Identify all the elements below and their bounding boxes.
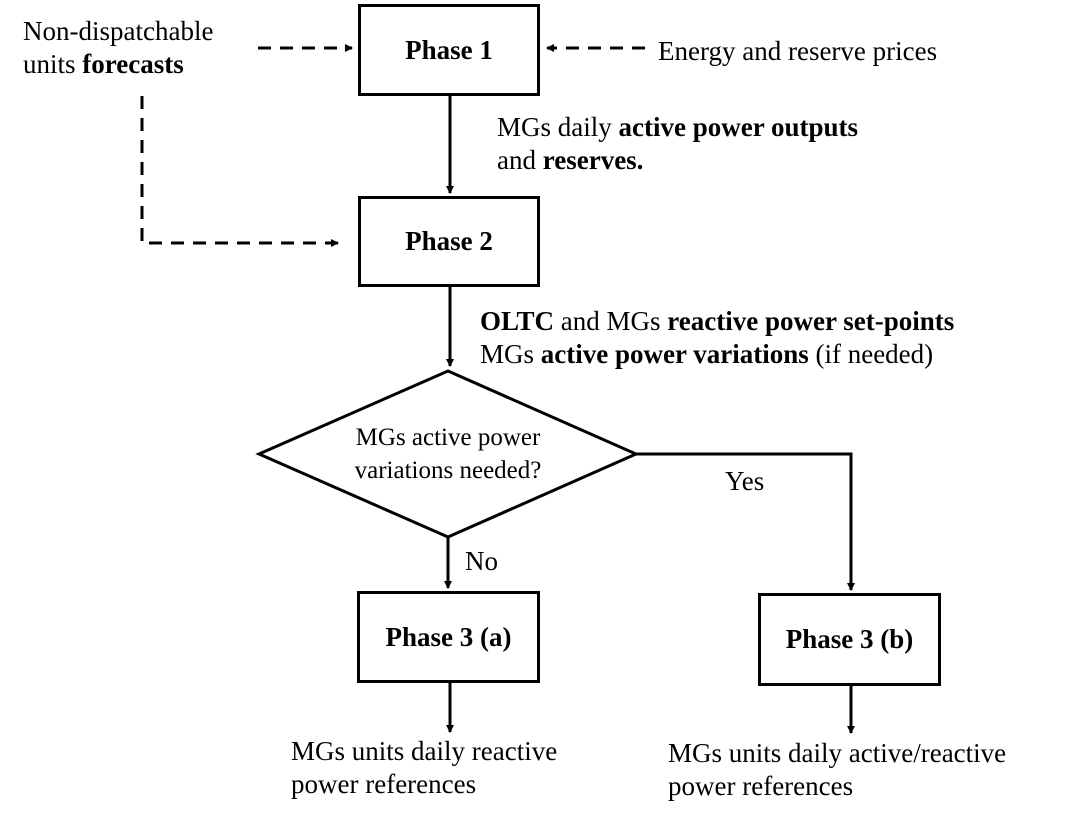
decision-text: MGs active power variations needed? (330, 421, 566, 487)
p1-line2-bold: reserves. (542, 145, 644, 175)
phase3a-output-line1: MGs units daily reactive (291, 736, 558, 766)
phase2-label: Phase 2 (405, 226, 493, 256)
phase3a-output-line2: power references (291, 769, 477, 799)
phase3a-output: MGs units daily reactive power reference… (291, 735, 557, 801)
phase2-output-label: OLTC and MGs reactive power set-points M… (480, 305, 954, 371)
decision-line2: variations needed? (354, 457, 542, 484)
phase1-box: Phase 1 (358, 4, 540, 96)
phase1-output-line2: and reserves. (497, 144, 858, 177)
phase2-box: Phase 2 (358, 196, 540, 287)
p1-line2-plain: and (497, 145, 543, 175)
forecasts-line2-bold: forecasts (82, 49, 184, 79)
phase1-output-label: MGs daily active power outputs and reser… (497, 111, 858, 177)
forecasts-line2-plain: units (23, 49, 83, 79)
p1-line1-bold: active power outputs (618, 112, 859, 142)
phase3a-label: Phase 3 (a) (385, 621, 512, 652)
phase3b-output-line2: power references (668, 771, 854, 801)
phase3b-label: Phase 3 (b) (785, 624, 914, 654)
arrow-decision-to-phase3b (636, 452, 855, 591)
phase2-output-line2: MGs active power variations (if needed) (480, 338, 954, 371)
no-label: No (465, 546, 498, 576)
phase3b-output: MGs units daily active/reactive power re… (668, 737, 1006, 803)
p1-line1-plain: MGs daily (497, 112, 619, 142)
p2-line1-bold-a: OLTC (480, 306, 555, 336)
forecasts-line1: Non-dispatchable (23, 16, 214, 46)
forecasts-input: Non-dispatchable units forecasts (23, 15, 213, 81)
yes-label: Yes (725, 466, 765, 496)
p2-line1-bold-b: reactive power set-points (667, 306, 955, 336)
phase3a-box: Phase 3 (a) (357, 591, 540, 683)
prices-input: Energy and reserve prices (658, 36, 938, 66)
forecasts-line2: units forecasts (23, 48, 213, 81)
phase2-output-line1: OLTC and MGs reactive power set-points (480, 305, 954, 338)
decision-line1: MGs active power (355, 424, 541, 451)
p2-line2-plain-b: (if needed) (808, 339, 934, 369)
arrow-forecasts-to-phase2 (140, 96, 339, 247)
phase3b-output-line1: MGs units daily active/reactive (668, 738, 1007, 768)
phase3b-box: Phase 3 (b) (758, 593, 941, 686)
phase1-output-line1: MGs daily active power outputs (497, 111, 858, 144)
phase1-label: Phase 1 (405, 34, 493, 65)
p2-line2-bold: active power variations (540, 339, 809, 369)
p2-line1-plain: and MGs (554, 306, 668, 336)
p2-line2-plain-a: MGs (480, 339, 541, 369)
